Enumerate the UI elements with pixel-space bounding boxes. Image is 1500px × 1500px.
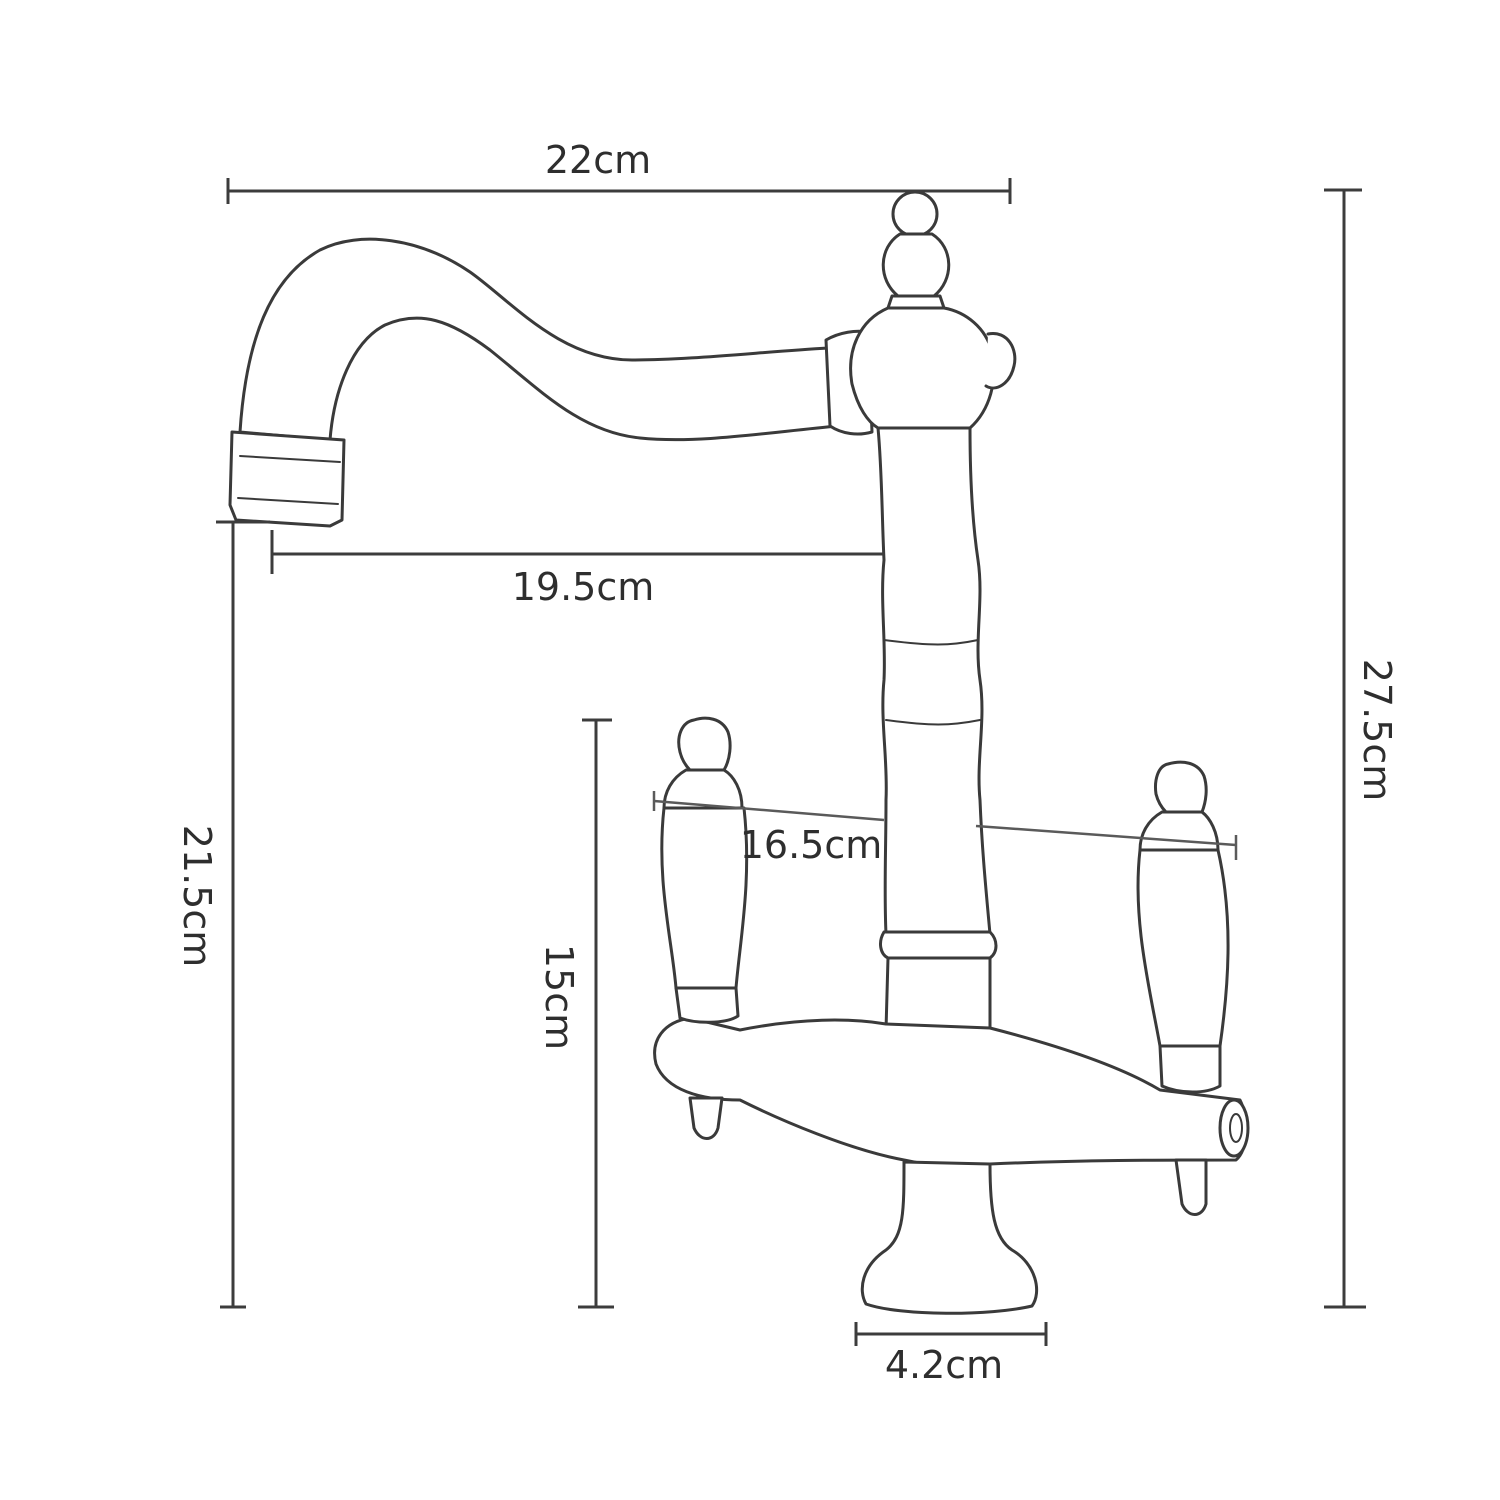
dimension-handle-span: 16.5cm — [652, 791, 1238, 867]
dimension-spout-height: 21.5cm — [175, 522, 246, 1309]
dimension-overall-height: 27.5cm — [1324, 188, 1399, 1309]
right-end-cap-inner — [1229, 1113, 1243, 1143]
spout — [228, 237, 840, 528]
base-diameter-label: 4.2cm — [885, 1343, 1003, 1387]
overall-height-label: 27.5cm — [1355, 659, 1399, 802]
cross-body — [653, 1016, 1248, 1168]
main-column — [876, 426, 992, 936]
dimension-base-diameter: 4.2cm — [854, 1322, 1048, 1387]
top-finial — [881, 190, 951, 310]
dimension-overall-width: 22cm — [226, 138, 1012, 204]
right-nub — [1174, 1158, 1208, 1216]
right-end-cap — [1218, 1098, 1250, 1158]
side-knob — [984, 332, 1017, 390]
left-handle — [660, 716, 749, 1024]
base — [860, 1160, 1039, 1315]
dimension-spout-reach: 19.5cm — [216, 520, 884, 609]
dimension-handle-height: 15cm — [537, 718, 614, 1309]
lower-column — [884, 956, 992, 1032]
spout-reach-label: 19.5cm — [512, 565, 655, 609]
handle-span-label: 16.5cm — [740, 823, 883, 867]
overall-width-label: 22cm — [545, 138, 651, 182]
upper-body — [849, 306, 996, 430]
column-ridge — [885, 719, 981, 726]
faucet-drawing — [228, 190, 1250, 1315]
left-nub — [688, 1096, 724, 1140]
column-ring — [879, 930, 998, 960]
handle-height-label: 15cm — [537, 944, 581, 1050]
right-handle — [1136, 760, 1230, 1094]
spout-height-label: 21.5cm — [175, 825, 219, 968]
column-ridge — [883, 639, 979, 646]
